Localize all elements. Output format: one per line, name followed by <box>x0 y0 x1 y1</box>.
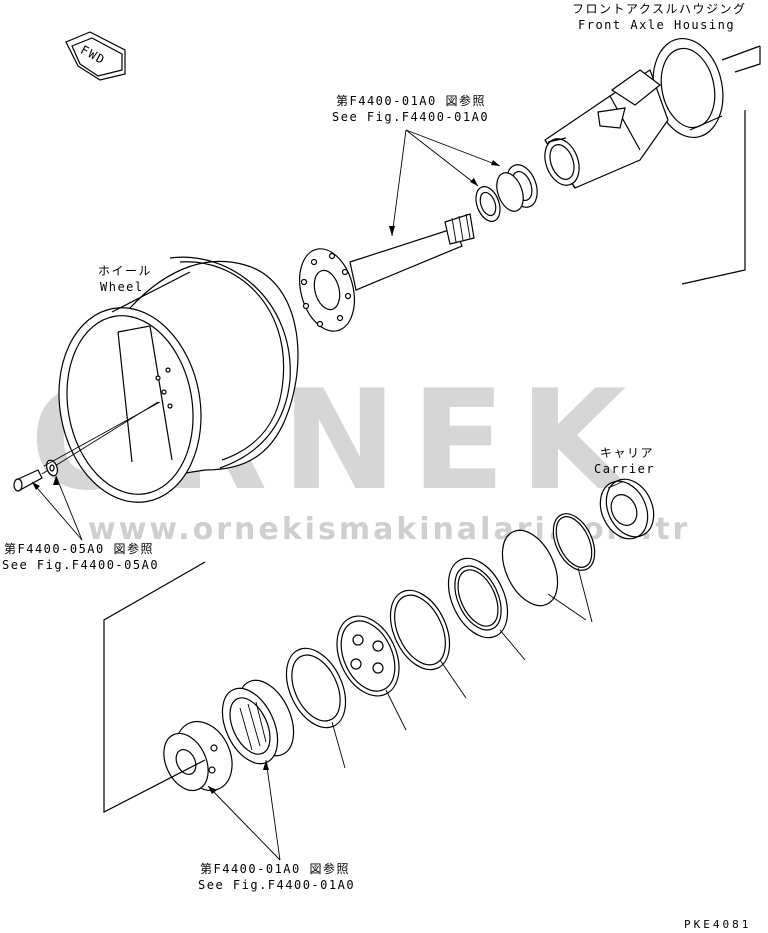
assembly-bracket <box>103 561 206 813</box>
shaft-seal <box>475 186 501 222</box>
ref-bottom-en: See Fig.F4400-01A0 <box>198 878 356 892</box>
disc-plate <box>389 589 467 699</box>
front-axle-housing <box>544 37 761 285</box>
roller-bearing <box>221 679 295 765</box>
ref-top-leaders <box>389 129 501 237</box>
carrier-label-en: Carrier <box>594 462 656 476</box>
ref-left-leaders <box>31 475 83 541</box>
spindle-hub <box>163 720 233 792</box>
ref-top-jp: 第F4400-01A0 図参照 <box>336 94 486 108</box>
ring-gear <box>447 557 526 661</box>
wheel-washer <box>45 459 59 477</box>
carrier <box>599 478 655 540</box>
internal-gear <box>285 647 347 769</box>
ref-bottom-jp: 第F4400-01A0 図参照 <box>200 862 350 876</box>
housing-label-en: Front Axle Housing <box>578 18 736 32</box>
snap-ring <box>552 513 596 623</box>
thin-plate <box>501 529 587 621</box>
center-axis-line <box>43 401 161 467</box>
wheel-label-jp: ホイール <box>98 264 153 278</box>
wheel-rim <box>58 256 299 503</box>
housing-label-jp: フロントアクスルハウジング <box>572 2 747 16</box>
ref-top-en: See Fig.F4400-01A0 <box>332 110 490 124</box>
hub-plate <box>336 615 407 731</box>
drawing-code: PKE4081 <box>684 918 752 931</box>
shaft-bearing <box>496 164 538 212</box>
axle-shaft <box>299 213 475 332</box>
fwd-arrow-icon <box>65 31 126 81</box>
ref-left-jp: 第F4400-05A0 図参照 <box>4 542 154 556</box>
carrier-label-jp: キャリア <box>600 446 655 460</box>
wheel-label-en: Wheel <box>100 280 144 294</box>
ref-bottom-leaders <box>207 759 281 861</box>
ref-left-en: See Fig.F4400-05A0 <box>2 558 160 572</box>
